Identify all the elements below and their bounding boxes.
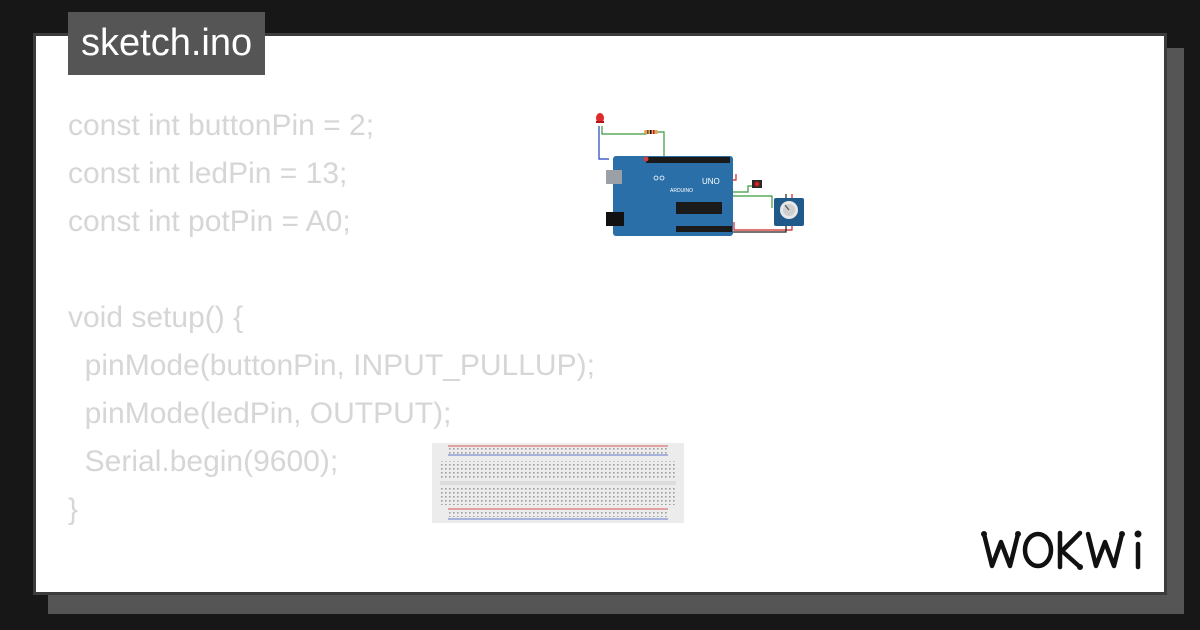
resistor[interactable]	[644, 130, 658, 134]
code-line	[68, 534, 595, 582]
board-brand: ARDUINO	[670, 188, 693, 194]
circuit-diagram: UNO ARDUINO	[596, 113, 804, 236]
code-line: void setup() {	[68, 301, 244, 334]
breadboard[interactable]	[432, 443, 684, 523]
code-line: pinMode(buttonPin, INPUT_PULLUP);	[68, 349, 595, 382]
board-label: UNO	[702, 177, 720, 186]
led-red[interactable]	[596, 113, 604, 123]
code-line: void loop() {	[68, 582, 595, 592]
wokwi-logo	[981, 530, 1142, 570]
arduino-uno[interactable]: UNO ARDUINO	[606, 156, 733, 236]
code-line: }	[68, 493, 79, 526]
pushbutton[interactable]	[752, 180, 762, 188]
potentiometer[interactable]	[774, 198, 804, 226]
preview-card: const int buttonPin = 2; const int ledPin…	[33, 33, 1167, 595]
sketch-filename-tab: sketch.ino	[68, 12, 266, 75]
code-line	[68, 246, 595, 294]
code-line: Serial.begin(9600);	[68, 445, 339, 478]
code-preview: const int buttonPin = 2; const int ledPin…	[68, 102, 595, 592]
code-line: const int ledPin = 13;	[68, 157, 348, 190]
code-line: const int buttonPin = 2;	[68, 109, 375, 142]
code-line: pinMode(ledPin, OUTPUT);	[68, 397, 452, 430]
code-line: const int potPin = A0;	[68, 205, 351, 238]
